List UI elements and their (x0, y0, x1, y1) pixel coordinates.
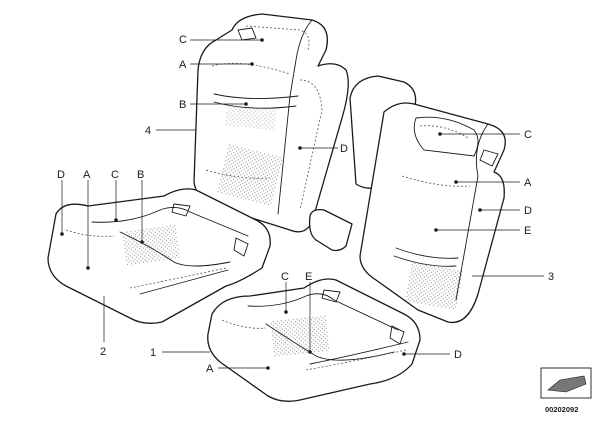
label-2: 2 (100, 346, 106, 358)
label-b-seat-left: B (137, 169, 144, 181)
seat-cushion-right (207, 278, 421, 402)
label-c-backrest-right: C (524, 129, 532, 141)
diagram-reference-number: 00202092 (545, 405, 578, 414)
label-d-backrest: D (340, 143, 348, 155)
label-b-backrest: B (179, 99, 186, 111)
label-e-backrest-right: E (524, 225, 531, 237)
seat-thumbnail-icon (547, 375, 587, 393)
seat-cushion-left (47, 188, 271, 324)
label-4: 4 (145, 125, 151, 137)
label-a-backrest: A (179, 59, 187, 71)
label-d-seat-right: D (454, 349, 462, 361)
reference-box: 00202092 (540, 367, 592, 414)
label-d-seat-left: D (57, 169, 65, 181)
backrest-left (193, 13, 349, 233)
label-d-backrest-right: D (524, 205, 532, 217)
backrest-right (308, 75, 506, 324)
label-3: 3 (548, 271, 554, 283)
label-a-backrest-right: A (524, 177, 532, 189)
leader-lines (60, 38, 544, 370)
label-a-seat-left: A (83, 169, 91, 181)
label-c-backrest: C (179, 34, 187, 46)
label-c-seat-right: C (281, 271, 289, 283)
label-c-seat-left: C (111, 169, 119, 181)
label-e-seat-right: E (305, 271, 312, 283)
callout-labels: C A B 4 D C A D E 3 D A C B 2 C E 1 D A (57, 34, 554, 375)
label-a-seat-right: A (206, 363, 214, 375)
label-1: 1 (150, 347, 156, 359)
